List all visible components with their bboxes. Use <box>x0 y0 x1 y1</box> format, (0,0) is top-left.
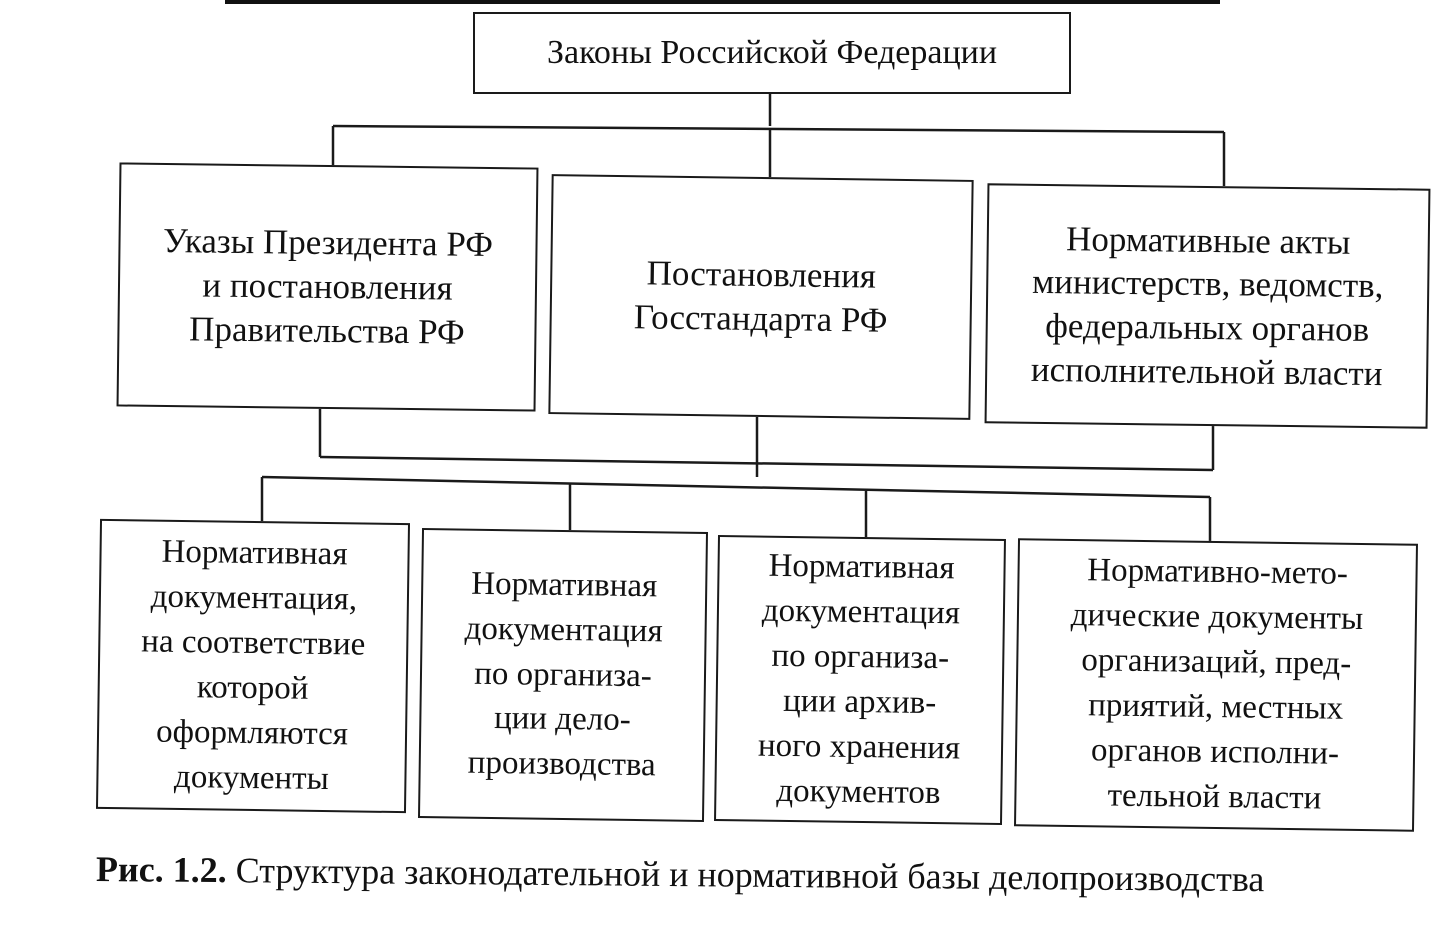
box-ministry-acts-label: Нормативные акты министерств, ведомств, … <box>1030 218 1384 393</box>
box-ministry-acts: Нормативные акты министерств, ведомств, … <box>984 183 1431 429</box>
box-federal-laws: Законы Российской Федерации <box>473 12 1071 94</box>
connector-upper-bracket <box>332 124 1225 134</box>
figure-caption-text: Структура законодательной и нормативной … <box>235 850 1265 900</box>
connector-bottom-bracket <box>261 475 1211 499</box>
top-edge-line <box>225 0 1220 4</box>
box-archival-storage-standards-label: Нормативная документация по организа- ци… <box>757 548 961 811</box>
connector-lower-bracket <box>319 455 1214 472</box>
box-gosstandart-resolutions-label: Постановления Госстандарта РФ <box>633 253 888 340</box>
box-gosstandart-resolutions: Постановления Госстандарта РФ <box>548 174 974 420</box>
box-archival-storage-standards: Нормативная документация по организа- ци… <box>714 535 1006 825</box>
box-records-management-standards: Нормативная документация по организа- ци… <box>417 528 709 822</box>
box-organization-methodical-documents: Нормативно-мето- дические документы орга… <box>1014 538 1418 832</box>
box-document-formatting-standards-label: Нормативная документация, на соответстви… <box>141 534 366 797</box>
box-organization-methodical-documents-label: Нормативно-мето- дические документы орга… <box>1070 552 1364 817</box>
box-federal-laws-label: Законы Российской Федерации <box>546 34 998 72</box>
box-document-formatting-standards: Нормативная документация, на соответстви… <box>95 518 411 814</box>
box-records-management-standards-label: Нормативная документация по организа- ци… <box>464 565 663 784</box>
box-presidential-decrees: Указы Президента РФ и постановления Прав… <box>116 162 539 412</box>
figure-caption-label: Рис. 1.2. <box>95 849 227 891</box>
box-presidential-decrees-label: Указы Президента РФ и постановления Прав… <box>162 221 494 352</box>
